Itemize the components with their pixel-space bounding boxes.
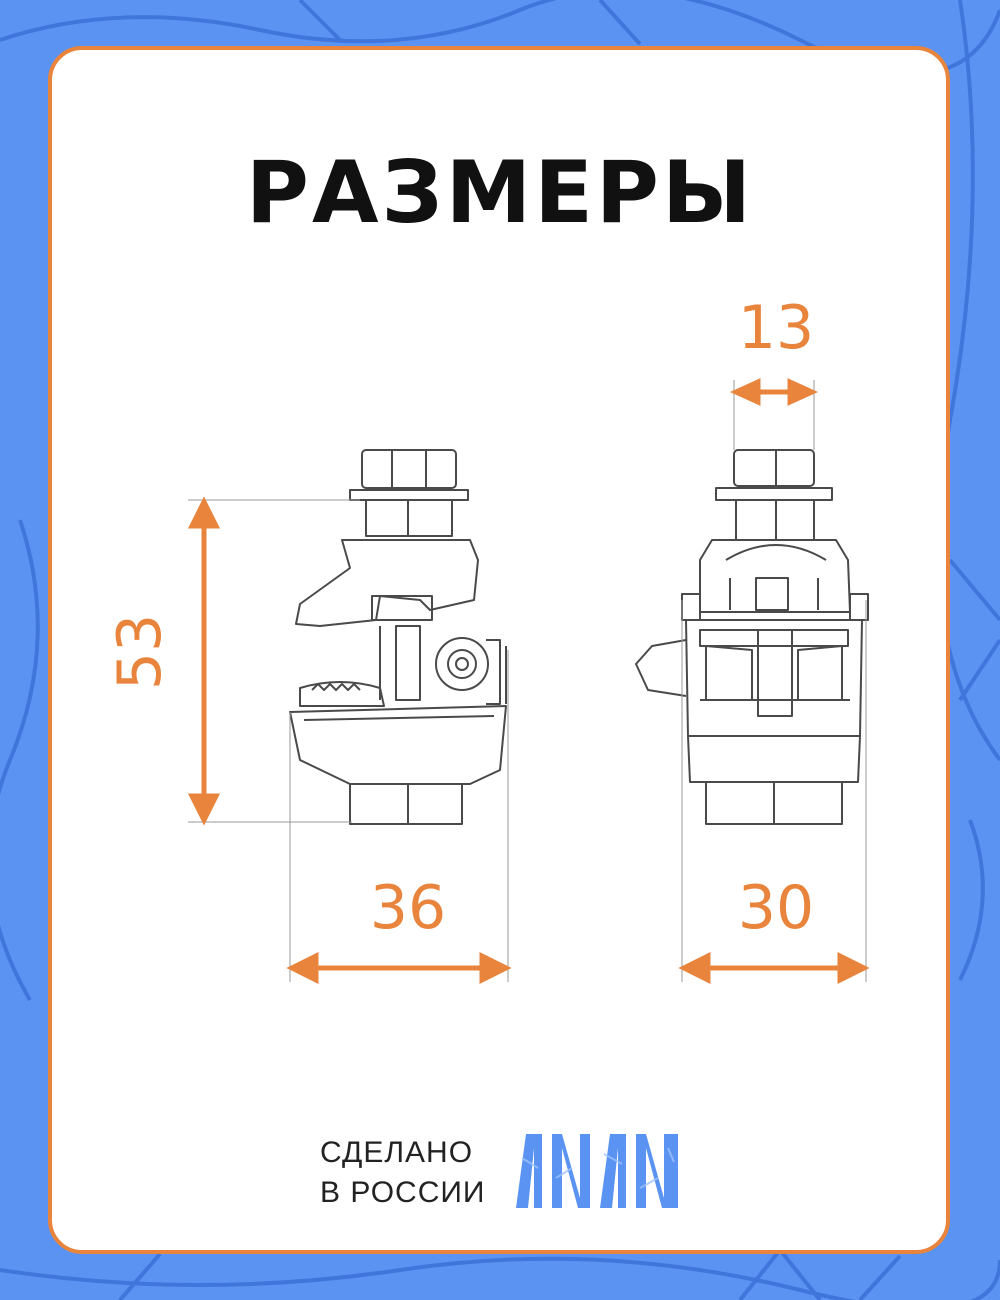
front-view (635, 449, 869, 825)
made-in-russia-text: СДЕЛАНО В РОССИИ (320, 1133, 486, 1213)
brand-logo (516, 1134, 678, 1208)
bolt-width-label: 13 (738, 293, 814, 363)
made-line-2: В РОССИИ (320, 1176, 486, 1209)
side-view (289, 449, 507, 825)
front-width-label: 30 (738, 873, 814, 943)
side-width-label: 36 (370, 873, 446, 943)
height-label: 53 (105, 614, 175, 690)
page-title: РАЗМЕРЫ (245, 143, 755, 243)
made-line-1: СДЕЛАНО (320, 1136, 474, 1169)
